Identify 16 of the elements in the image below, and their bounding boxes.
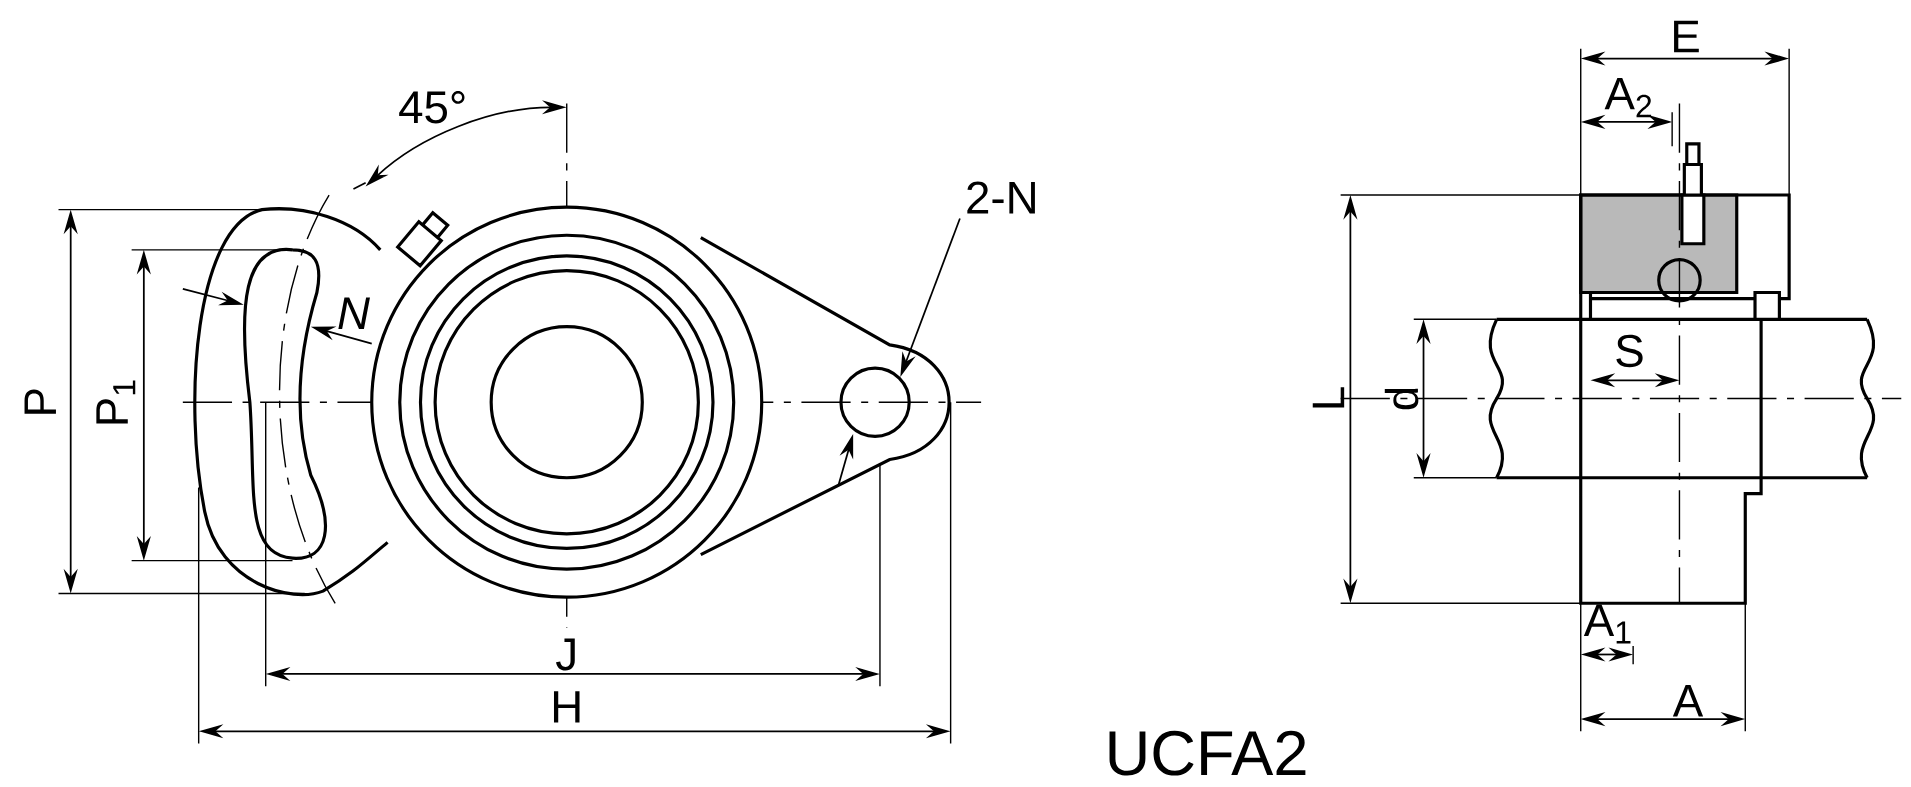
caption: UCFA2	[1109, 730, 1306, 776]
dimension-label: A	[1672, 684, 1704, 717]
dimension-label: P$_{1}$	[96, 380, 136, 424]
dimension-label: H	[554, 691, 580, 723]
dimension-label: E	[1674, 20, 1699, 53]
dimension-label: 45°	[399, 90, 465, 124]
dimension-label: S	[1616, 334, 1643, 367]
dimension-label: L	[1312, 387, 1345, 408]
dimension-label: A$_{2}$	[1604, 77, 1652, 117]
dimension-label: d	[1384, 388, 1419, 410]
dimension-label: N	[338, 297, 370, 329]
dimension-label: P	[24, 389, 56, 414]
bolt-hole	[839, 366, 911, 438]
dimension-label: J	[556, 638, 575, 671]
dimension-label: A$_{1}$	[1583, 604, 1631, 644]
callout-label: 2-N	[967, 181, 1035, 214]
